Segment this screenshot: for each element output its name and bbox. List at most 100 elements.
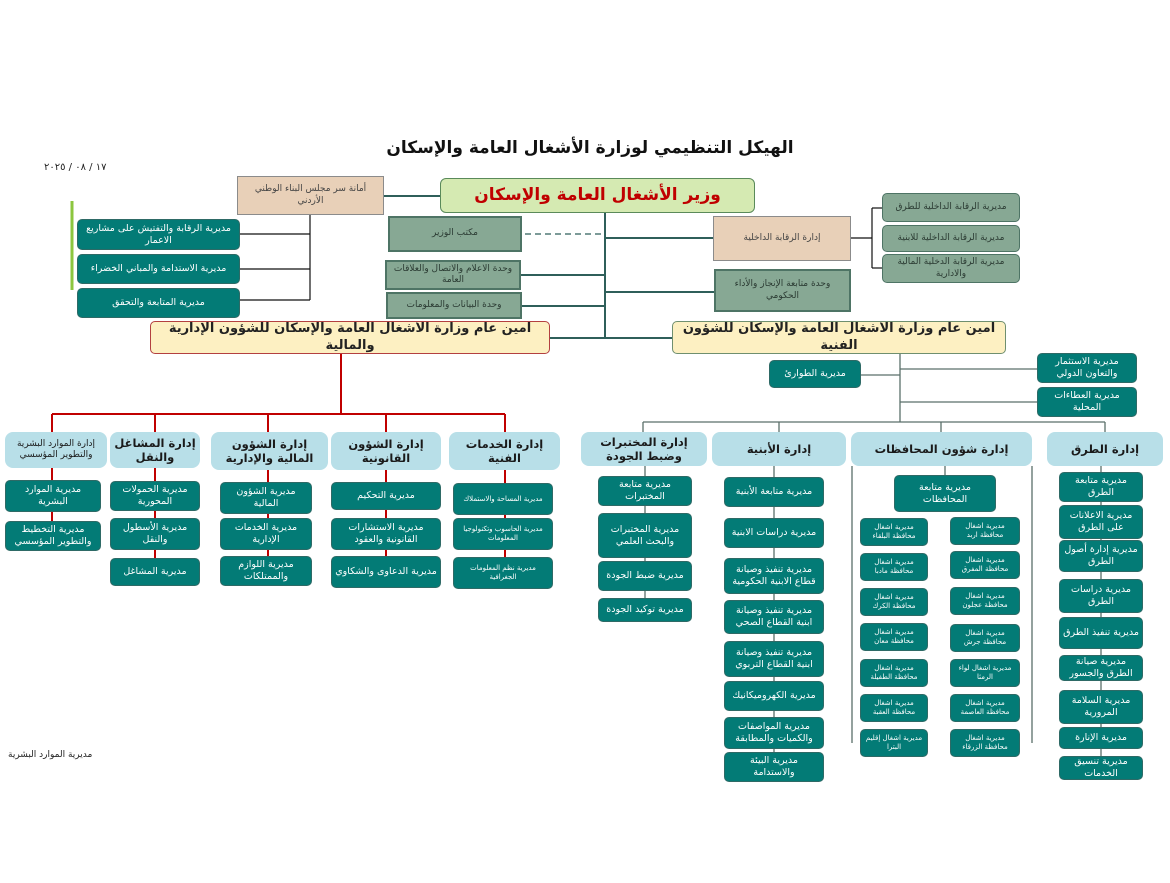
department-header-label: إدارة الطرق [1070,441,1140,456]
directorate-box-label: مديرية الكهروميكانيك [732,690,816,702]
governorate-directorate-label: مديرية اشغال محافظة مادبا [874,558,914,575]
directorate-box: مديرية الكهروميكانيك [724,681,824,711]
directorate-box: مديرية الشؤون المالية [220,482,312,514]
directorate-box: مديرية التحكيم [331,482,441,510]
governorate-directorate: مديرية اشغال لواء الرمثا [950,659,1020,687]
governorate-directorate-label: مديرية اشغال لواء الرمثا [958,664,1012,681]
directorate-box: مديرية الخدمات الإدارية [220,518,312,550]
directorate-box: مديرية تنفيذ وصيانة ابنية القطاع الصحي [724,600,824,634]
department-header-label: إدارة المختبرات وضبط الجودة [600,434,688,463]
directorate-box: مديرية السلامة المرورية [1059,690,1143,724]
directorate-box-label: مديرية دراسات الطرق [1071,584,1131,607]
directorate-box: مديرية البيئة والاستدامة [724,752,824,782]
directorate-box-label: مديرية اللوازم والممتلكات [238,559,294,582]
governorate-directorate-label: مديرية اشغال محافظة المفرق [961,556,1009,573]
directorate-box: مديرية الإنارة [1059,727,1143,749]
governorate-directorate: مديرية اشغال محافظة اربد [950,517,1020,545]
department-header-label: إدارة الموارد البشرية والتطوير المؤسسي [16,438,96,460]
governorate-directorate: مديرية اشغال محافظة جرش [950,624,1020,652]
secgen-tech-box-label: أمين عام وزارة الأشغال العامة والإسكان ل… [682,321,996,353]
directorate-box: مديرية متابعة الأبنية [724,477,824,507]
directorate-box: مديرية تنفيذ الطرق [1059,617,1143,649]
media-unit-box-label: وحدة الاعلام والاتصال والعلاقات العامة [393,263,513,285]
directorate-box-label: مديرية المختبرات والبحث العلمي [610,523,680,547]
investment-box: مديرية الاستثمار والتعاون الدولي [1037,353,1137,383]
emergencies-box: مديرية الطوارئ [769,360,861,388]
date-label: ١٧ / ٠٨ / ٢٠٢٥ [44,162,107,173]
directorate-box: مديرية المختبرات والبحث العلمي [598,513,692,558]
governorate-directorate: مديرية اشغال إقليم البترا [860,729,928,757]
investment-box-label: مديرية الاستثمار والتعاون الدولي [1055,356,1119,379]
minister-office-box-label: مكتب الوزير [432,228,478,239]
directorate-box-label: مديرية الخدمات الإدارية [234,522,298,545]
governorate-directorate: مديرية اشغال محافظة المفرق [950,551,1020,579]
governorate-directorate: مديرية اشغال محافظة عجلون [950,587,1020,615]
local-tenders-box: مديرية العطاءات المحلية [1037,387,1137,417]
department-header: إدارة الطرق [1047,432,1163,466]
department-header-label: إدارة الشؤون المالية والإدارية [225,436,314,465]
department-header: إدارة المختبرات وضبط الجودة [581,432,707,466]
directorate-box-label: مديرية نظم المعلومات الجغرافية [470,564,536,581]
governorate-directorate-label: مديرية اشغال محافظة معان [874,628,914,645]
governorate-directorate-label: مديرية اشغال محافظة الزرقاء [962,734,1008,751]
department-header: إدارة الموارد البشرية والتطوير المؤسسي [5,432,107,468]
department-header: إدارة المشاغل والنقل [110,432,200,468]
directorate-box: مديرية متابعة المختبرات [598,476,692,506]
governorate-directorate-label: مديرية اشغال محافظة جرش [963,629,1007,646]
governorate-directorate: مديرية اشغال محافظة الكرك [860,588,928,616]
department-header: إدارة الخدمات الفنية [449,432,560,470]
directorate-box-label: مديرية المساحة والاستملاك [463,494,543,503]
department-header: إدارة الشؤون القانونية [331,432,441,470]
directorate-box-label: مديرية دراسات الابنية [731,527,817,539]
left-directorate-label: مديرية الرقابة والتفتيش على مشاريع الاعم… [86,222,231,246]
governorate-directorate-label: مديرية اشغال محافظة عجلون [962,592,1008,609]
footer-label: مديرية الموارد البشرية [8,750,93,760]
governorate-directorate: مديرية اشغال محافظة مادبا [860,553,928,581]
governorate-directorate: مديرية اشغال محافظة البلقاء [860,518,928,546]
directorate-box: مديرية المواصفات والكميات والمطابقة [724,717,824,749]
governorate-directorate: مديرية اشغال محافظة معان [860,623,928,651]
directorate-box-label: مديرية الشؤون المالية [236,486,296,509]
minister-box-label: وزير الأشغال العامة والإسكان [474,184,721,205]
governorate-directorate-label: مديرية اشغال محافظة الطفيلة [870,664,918,681]
achievement-unit-box-label: وحدة متابعة الإنجاز والأداء الحكومي [734,279,831,301]
directorate-box-label: مديرية متابعة الأبنية [735,486,813,498]
directorate-box-label: مديرية تنفيذ وصيانة ابنية القطاع التربوي [735,647,813,670]
directorate-box-label: مديرية الموارد البشرية [24,484,82,507]
directorate-box: مديرية دراسات الطرق [1059,579,1143,613]
internal-audit-directorate: مديرية الرقابة الداخلية للطرق [882,193,1020,222]
directorate-box: مديرية الاعلانات على الطرق [1059,505,1143,539]
directorate-box: مديرية ضبط الجودة [598,561,692,591]
internal-audit-directorate: مديرية الرقابة الداخلية للابنية [882,225,1020,252]
secgen-tech-box: أمين عام وزارة الأشغال العامة والإسكان ل… [672,321,1006,354]
directorate-box-label: مديرية المواصفات والكميات والمطابقة [735,721,813,744]
governorate-directorate: مديرية اشغال محافظة العقبة [860,694,928,722]
governorate-directorate-label: مديرية اشغال محافظة اربد [965,522,1005,539]
page-title: الهيكل التنظيمي لوزارة الأشغال العامة وا… [386,138,794,158]
directorate-box-label: مديرية الاستشارات القانونية والعقود [348,522,424,545]
amana-box-label: أمانة سر مجلس البناء الوطني الأردني [254,184,367,206]
internal-audit-directorate-label: مديرية الرقابة الداخلية للابنية [897,232,1005,243]
achievement-unit-box: وحدة متابعة الإنجاز والأداء الحكومي [714,269,851,312]
directorate-box: مديرية متابعة الطرق [1059,472,1143,502]
minister-box: وزير الأشغال العامة والإسكان [440,178,755,213]
directorate-box: مديرية الحاسوب وتكنولوجيا المعلومات [453,518,553,550]
left-directorate-label: مديرية الاستدامة والمباني الخضراء [90,263,227,275]
secgen-admin-box: أمين عام وزارة الأشغال العامة والإسكان ل… [150,321,550,354]
directorate-box: مديرية المشاغل [110,558,200,586]
directorate-box: مديرية الاستشارات القانونية والعقود [331,518,441,550]
governorate-directorate-label: مديرية اشغال محافظة العاصمة [960,699,1010,716]
directorate-box-label: مديرية الإنارة [1075,732,1127,744]
directorate-box: مديرية توكيد الجودة [598,598,692,622]
left-directorate: مديرية الرقابة والتفتيش على مشاريع الاعم… [77,219,240,250]
governorate-directorate-label: مديرية اشغال محافظة البلقاء [872,523,916,540]
directorate-box-label: مديرية تنفيذ وصيانة ابنية القطاع الصحي [735,605,813,628]
department-header-label: إدارة الشؤون القانونية [348,436,424,465]
directorate-box-label: مديرية الحاسوب وتكنولوجيا المعلومات [463,525,543,542]
data-unit-box: وحدة البيانات والمعلومات [386,292,522,319]
directorate-box-label: مديرية توكيد الجودة [606,604,684,616]
directorate-box: مديرية الدعاوى والشكاوي [331,556,441,588]
internal-audit-directorate: مديرية الرقابة الدخلية المالية والادارية [882,254,1020,283]
directorate-box: مديرية إدارة أصول الطرق [1059,540,1143,572]
directorate-box-label: مديرية متابعة الطرق [1075,475,1127,498]
